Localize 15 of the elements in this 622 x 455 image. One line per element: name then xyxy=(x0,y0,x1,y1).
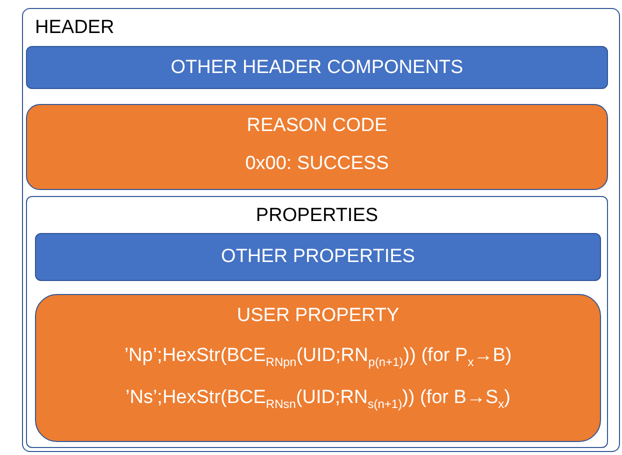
box-heading: USER PROPERTY xyxy=(236,305,400,327)
component-bar xyxy=(35,233,601,281)
section-title: HEADER xyxy=(35,17,114,39)
box-heading: REASON CODE xyxy=(246,115,388,137)
reason-code-box xyxy=(26,104,608,190)
property-formula: ’Np’;HexStr(BCE$_{RNpn}$(UID;RN$_{p(n+1)}$)) (for P$_{x}$→B) xyxy=(124,345,512,367)
component-bar xyxy=(26,46,608,89)
user-property-box xyxy=(35,294,601,442)
bar-label: OTHER PROPERTIES xyxy=(221,246,415,268)
header-panel xyxy=(22,8,620,452)
property-formula: ’Ns’;HexStr(BCE$_{RNsn}$(UID;RN$_{s(n+1)}$)) (for B→S$_{x}$) xyxy=(126,387,510,409)
section-title: PROPERTIES xyxy=(256,205,378,227)
bar-label: OTHER HEADER COMPONENTS xyxy=(170,57,464,79)
properties-panel xyxy=(26,196,608,448)
status-text: 0x00: SUCCESS xyxy=(245,153,389,175)
